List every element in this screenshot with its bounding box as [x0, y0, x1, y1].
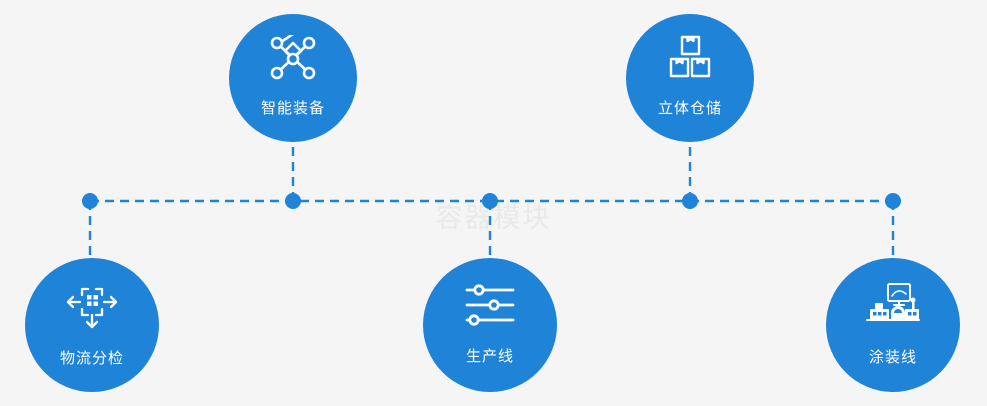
node-label-coating-line: 涂装线: [868, 347, 917, 366]
node-production-line[interactable]: 生产线: [423, 258, 557, 392]
stacked-boxes-icon: [666, 35, 714, 81]
node-label-logistics-sorting: 物流分检: [59, 348, 124, 367]
node-label-production-line: 生产线: [465, 346, 514, 365]
network-nodes-icon: [268, 34, 318, 81]
factory-monitor-icon: [864, 282, 922, 330]
node-coating-line[interactable]: 涂装线: [826, 258, 960, 392]
sliders-icon: [464, 283, 516, 329]
node-intelligent-equipment[interactable]: 智能装备: [229, 14, 357, 142]
watermark-text: 容器模块: [435, 203, 552, 234]
node-label-intelligent-equipment: 智能装备: [260, 98, 325, 117]
sorting-scanner-icon: [64, 281, 120, 331]
node-logistics-sorting[interactable]: 物流分检: [25, 258, 159, 392]
node-stereoscopic-warehouse[interactable]: 立体仓储: [626, 14, 754, 142]
node-label-stereoscopic-warehouse: 立体仓储: [657, 98, 722, 117]
